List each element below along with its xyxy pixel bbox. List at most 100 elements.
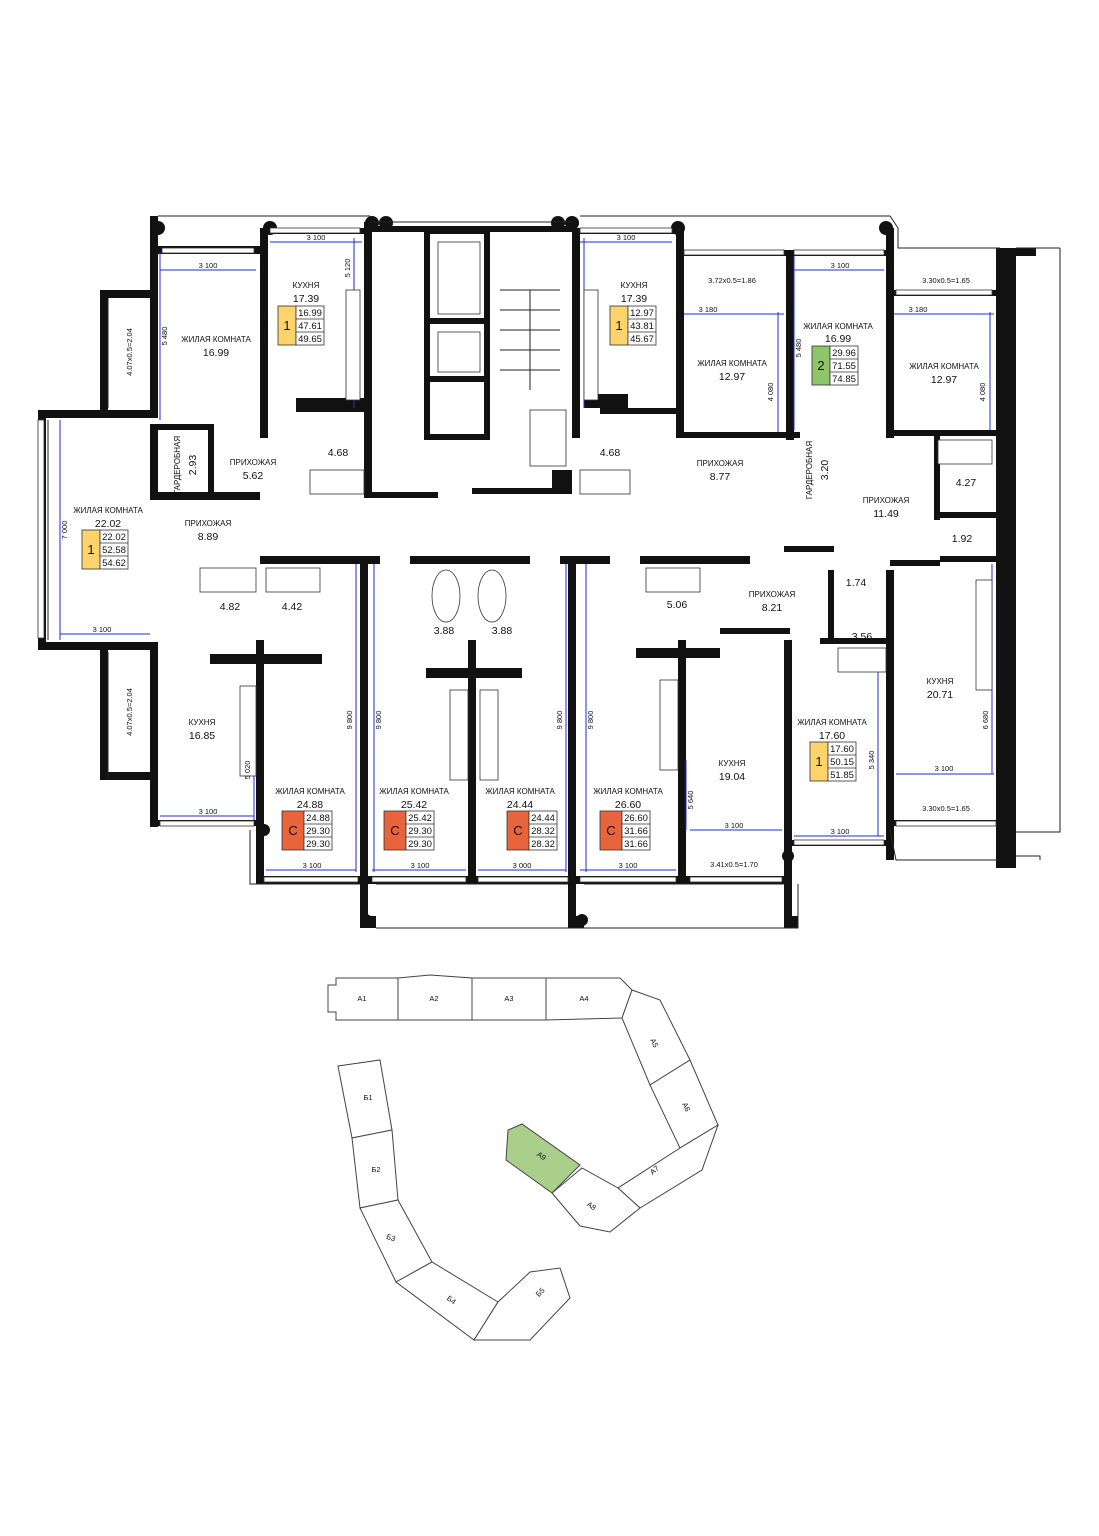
room-r8-area: 2.93 [187,455,199,476]
svg-text:4 080: 4 080 [978,383,987,402]
svg-text:5 340: 5 340 [867,751,876,770]
svg-text:1: 1 [815,754,822,769]
svg-text:А2: А2 [429,994,438,1003]
svg-text:Б2: Б2 [371,1165,380,1174]
room-r11-area: 22.02 [95,518,121,530]
section-b5[interactable] [473,1267,571,1341]
svg-text:29.96: 29.96 [832,348,856,359]
svg-text:5 480: 5 480 [794,339,803,358]
room-r2-label: КУХНЯ [293,281,320,290]
section-a4[interactable] [545,977,633,1021]
svg-text:24.44: 24.44 [531,813,555,824]
svg-text:3.41x0.5=1.70: 3.41x0.5=1.70 [710,860,758,869]
room-r19-area: 24.88 [297,799,323,811]
svg-text:3 100: 3 100 [831,827,850,836]
bath-area: 3.88 [434,625,455,637]
svg-text:4 080: 4 080 [766,383,775,402]
room-r2-area: 17.39 [293,293,319,305]
svg-text:А5: А5 [648,1037,660,1049]
room-r7-label: ПРИХОЖАЯ [230,458,277,467]
room-r4-area: 12.97 [719,371,745,383]
svg-text:50.15: 50.15 [830,757,854,768]
svg-text:А1: А1 [357,994,366,1003]
svg-text:1: 1 [615,318,622,333]
section-a7[interactable] [617,1123,719,1209]
svg-text:2: 2 [817,358,824,373]
svg-text:3 100: 3 100 [411,861,430,870]
svg-text:4.07x0.5=2.04: 4.07x0.5=2.04 [125,328,134,376]
bath-area: 3.56 [852,631,873,643]
section-a8[interactable] [551,1167,641,1233]
svg-text:3 100: 3 100 [93,625,112,634]
badge: С 26.60 31.66 31.66 [599,810,651,851]
room-r18-area: 19.04 [719,771,745,783]
room-r21-area: 24.44 [507,799,533,811]
svg-text:31.66: 31.66 [624,839,648,850]
badge: 2 29.96 71.55 74.85 [811,345,859,386]
svg-text:29.30: 29.30 [306,826,330,837]
svg-text:45.67: 45.67 [630,334,654,345]
svg-text:74.85: 74.85 [832,374,856,385]
svg-text:12.97: 12.97 [630,308,654,319]
room-r17-area: 17.60 [819,730,845,742]
svg-text:24.88: 24.88 [306,813,330,824]
svg-text:3 100: 3 100 [617,233,636,242]
svg-text:16.99: 16.99 [298,308,322,319]
badge: 1 22.02 52.58 54.62 [81,529,129,570]
svg-text:5 480: 5 480 [160,327,169,346]
svg-text:9 800: 9 800 [374,711,383,730]
room-r20-area: 25.42 [401,799,427,811]
small-areas: 4.68 4.68 4.27 1.92 4.82 4.42 3.88 3.88 … [220,447,977,643]
svg-text:9 800: 9 800 [345,711,354,730]
svg-text:71.55: 71.55 [832,361,856,372]
svg-text:51.85: 51.85 [830,770,854,781]
room-r13-area: 11.49 [873,508,899,520]
svg-text:Б1: Б1 [363,1093,372,1102]
svg-text:С: С [606,823,615,838]
svg-text:29.30: 29.30 [408,839,432,850]
room-r13-label: ПРИХОЖАЯ [863,496,910,505]
svg-text:С: С [390,823,399,838]
room-r12-area: 8.89 [198,531,219,543]
svg-text:3.30x0.5=1.65: 3.30x0.5=1.65 [922,276,970,285]
svg-text:43.81: 43.81 [630,321,654,332]
svg-text:1: 1 [87,542,94,557]
room-r22-area: 26.60 [615,799,641,811]
svg-text:А9: А9 [535,1150,548,1163]
bath-area: 3.88 [492,625,513,637]
svg-text:С: С [288,823,297,838]
svg-text:5 640: 5 640 [686,791,695,810]
section-a9[interactable] [505,1123,581,1194]
badge: 1 16.99 47.61 49.65 [277,305,325,346]
room-r1-area: 16.99 [203,347,229,359]
svg-text:3 100: 3 100 [199,807,218,816]
svg-text:26.60: 26.60 [624,813,648,824]
svg-text:49.65: 49.65 [298,334,322,345]
badge: С 25.42 29.30 29.30 [383,810,435,851]
svg-text:31.66: 31.66 [624,826,648,837]
room-r20-label: ЖИЛАЯ КОМНАТА [379,787,449,796]
svg-text:3 100: 3 100 [199,261,218,270]
svg-text:3.30x0.5=1.65: 3.30x0.5=1.65 [922,804,970,813]
svg-text:А4: А4 [579,994,588,1003]
room-r22-label: ЖИЛАЯ КОМНАТА [593,787,663,796]
room-r9-area: 8.77 [710,471,731,483]
svg-text:9 800: 9 800 [586,711,595,730]
bath-area: 4.82 [220,601,241,613]
bath-area: 1.92 [952,533,973,545]
svg-text:3 100: 3 100 [935,764,954,773]
room-r15-area: 16.85 [189,730,215,742]
room-r6-area: 12.97 [931,374,957,386]
fixtures [199,241,993,781]
svg-text:28.32: 28.32 [531,826,555,837]
bath-area: 4.42 [282,601,303,613]
room-labels: ЖИЛАЯ КОМНАТА 16.99 КУХНЯ 17.39 КУХНЯ 17… [73,281,979,811]
svg-text:3 100: 3 100 [725,821,744,830]
column-caps [151,216,893,926]
room-r14-area: 8.21 [762,602,783,614]
room-r8-label: ГАРДЕРОБНАЯ [173,436,182,494]
windows [37,227,997,883]
svg-text:3 180: 3 180 [699,305,718,314]
balcony-labels: 4.07x0.5=2.04 4.07x0.5=2.04 3.72x0.5=1.8… [125,276,970,869]
